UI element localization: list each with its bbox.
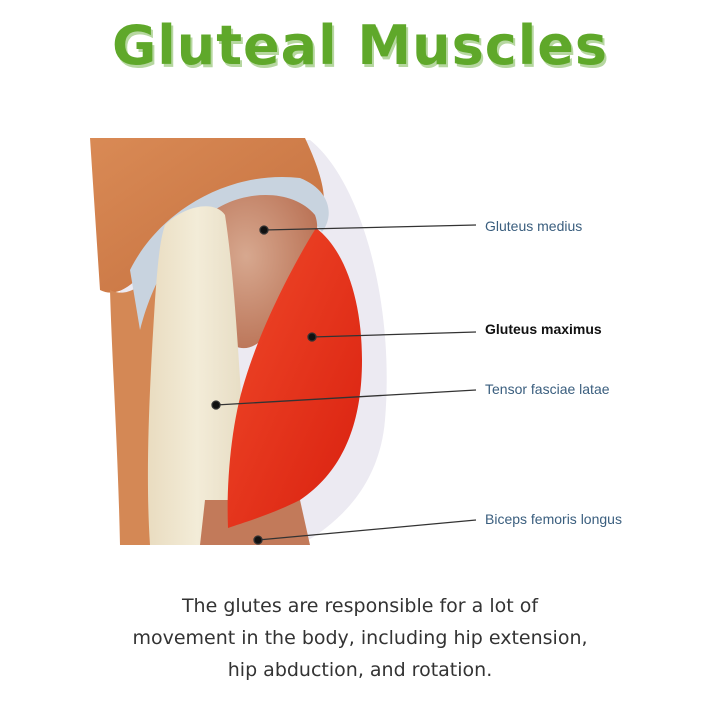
label-gluteus-medius: Gluteus medius xyxy=(485,218,583,234)
label-biceps-femoris-longus: Biceps femoris longus xyxy=(485,511,622,527)
gluteus-maximus-muscle xyxy=(227,228,362,528)
label-gluteus-maximus: Gluteus maximus xyxy=(485,321,602,337)
biceps-femoris-region xyxy=(200,500,310,545)
tensor-fasciae-latae-muscle xyxy=(147,206,247,546)
description-caption: The glutes are responsible for a lot of … xyxy=(60,590,660,686)
page-title: Gluteal Muscles xyxy=(111,14,609,77)
caption-line: hip abduction, and rotation. xyxy=(227,659,493,681)
label-tensor-fasciae-latae: Tensor fasciae latae xyxy=(485,381,610,397)
caption-line: The glutes are responsible for a lot of xyxy=(181,595,539,617)
caption-line: movement in the body, including hip exte… xyxy=(132,627,588,649)
